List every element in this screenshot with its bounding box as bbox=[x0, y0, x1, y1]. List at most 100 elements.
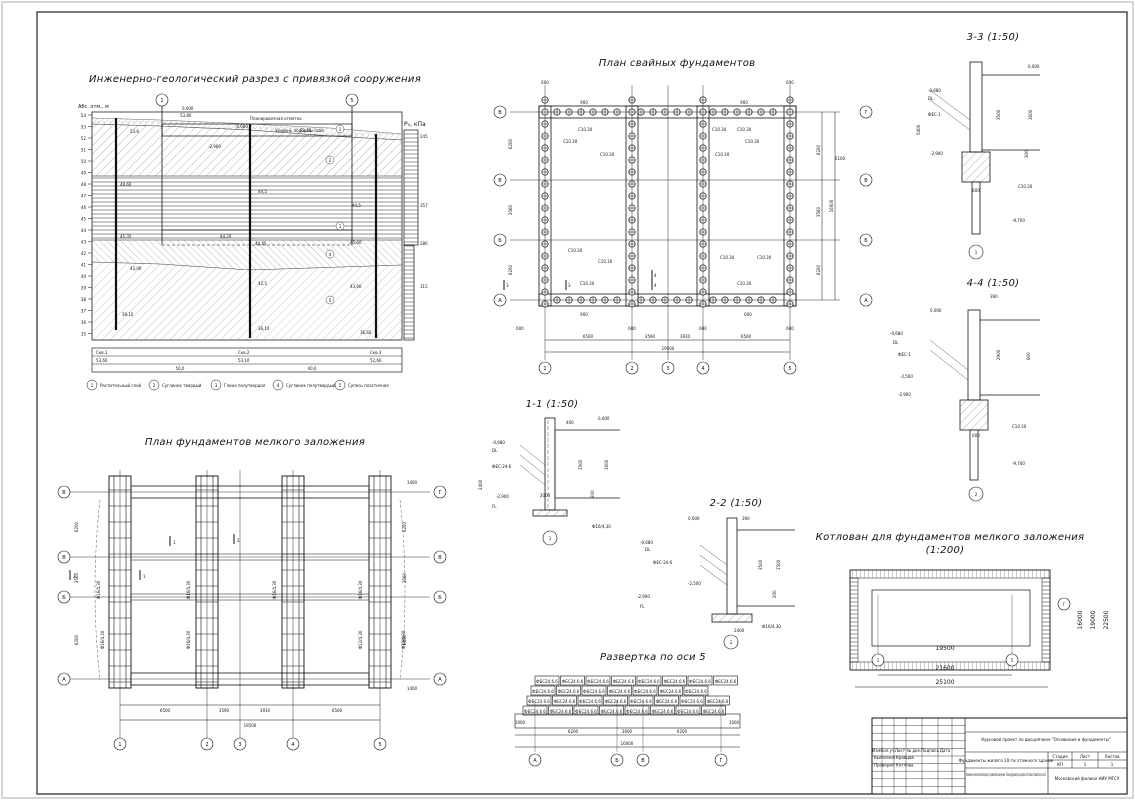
sec22-label: 390 bbox=[742, 516, 750, 521]
pile-col-axis: 3 bbox=[666, 366, 669, 372]
pile-total-rows: 16000 bbox=[829, 199, 834, 212]
sec44-label: -2,900 bbox=[898, 392, 911, 397]
layer-3 bbox=[91, 175, 403, 241]
pile-row-span-l: 6200 bbox=[508, 264, 513, 275]
sec11-label: 1 bbox=[549, 536, 552, 541]
pile-label: С10.30 bbox=[563, 139, 578, 144]
pile-label: С10.30 bbox=[715, 152, 730, 157]
stamp-col-head: Лист bbox=[895, 748, 906, 753]
pile-row-axis-l-bubble bbox=[493, 233, 507, 247]
pile-dim: 600 bbox=[628, 326, 636, 331]
shallow-row-axis-l-bubble bbox=[57, 550, 71, 564]
geo-label: 43,00 bbox=[130, 266, 142, 271]
sec33-label: С10.30 bbox=[1018, 184, 1033, 189]
block-label: ФБС24.6.6 bbox=[536, 679, 558, 684]
shallow-col-axis: 2 bbox=[205, 742, 208, 748]
legend-num: 4 bbox=[277, 383, 280, 388]
sec22-label: ФЕС-24-6 bbox=[653, 560, 673, 565]
shallow-row-axis-r-bubble bbox=[433, 590, 447, 604]
geo-label: Уровень подошвы свай bbox=[275, 128, 324, 133]
elev-tick: 37 bbox=[81, 309, 87, 314]
sec22-label: -2,900 bbox=[637, 594, 650, 599]
block bbox=[530, 685, 556, 696]
pile-span: 6500 bbox=[583, 334, 594, 339]
geo-label: 36,60 bbox=[360, 330, 372, 335]
pile-row-span: 3560 bbox=[816, 206, 821, 217]
elev-tick: 50 bbox=[81, 159, 87, 164]
block-label: ФБС24.6.6 bbox=[703, 709, 725, 714]
block bbox=[599, 705, 624, 716]
pile-label: С10.30 bbox=[578, 127, 593, 132]
legend-num: 2 bbox=[153, 383, 156, 388]
sec11-label: 0,000 bbox=[598, 416, 610, 421]
sec33-label: 0,000 bbox=[1028, 64, 1040, 69]
sec22-label: 3500 bbox=[758, 559, 763, 570]
well-dist: 40,0 bbox=[308, 366, 317, 371]
block-label: ФБС24.6.6 bbox=[587, 679, 609, 684]
block-label: ФБС24.6.6 bbox=[660, 689, 682, 694]
legend-text: Суглинок полутвердый bbox=[286, 383, 336, 388]
sec11-label: Ф16/4,30 bbox=[592, 524, 611, 529]
shallow-side-dim: 1400 bbox=[407, 480, 418, 485]
sec22-label: 1500 bbox=[776, 559, 781, 570]
shallow-row-axis-r-bubble bbox=[433, 672, 447, 686]
pile-row-span: 6200 bbox=[816, 264, 821, 275]
pile-dim: 6100 bbox=[835, 156, 846, 161]
elev-tick: 53 bbox=[81, 125, 87, 130]
pit-dim: 21600 bbox=[935, 665, 954, 672]
block-label: ФБС24.6.6 bbox=[613, 679, 635, 684]
elev-tick: 44 bbox=[81, 228, 87, 233]
block-label: ФБС24.6.6 bbox=[575, 709, 597, 714]
geo-section: 1 5 bbox=[91, 93, 419, 373]
pile-row-span-l: 3560 bbox=[508, 204, 513, 215]
unfold-title: Развертка по оси 5 bbox=[600, 652, 706, 663]
block-label: ФБС24.6.6 bbox=[579, 699, 601, 704]
pile-dim: 900 bbox=[580, 100, 588, 105]
block bbox=[573, 705, 599, 716]
shallow-col-axis: 4 bbox=[291, 742, 294, 748]
sec44-label: 2 bbox=[975, 492, 978, 497]
shallow-row-axis-l-bubble bbox=[57, 672, 71, 686]
pile-label: С10.30 bbox=[720, 255, 735, 260]
shallow-row-axis-r: Б bbox=[438, 595, 442, 601]
shallow-total: 19500 bbox=[244, 723, 257, 728]
elev-tick: 49 bbox=[81, 171, 87, 176]
stamp-project: Фундаменты жилого 10-ти этажного здания bbox=[959, 758, 1054, 763]
sec22-label: 0,000 bbox=[688, 516, 700, 521]
section-3-3 bbox=[929, 61, 1040, 260]
pile-row-axis-r: Г bbox=[864, 110, 867, 116]
sec44-label: -2,500 bbox=[900, 374, 913, 379]
elev-tick: 54 bbox=[81, 113, 87, 118]
block-label: ФБС24.6.6 bbox=[652, 709, 674, 714]
pile-span: 6500 bbox=[741, 334, 752, 339]
block-label: ФБС24.6.6 bbox=[601, 709, 623, 714]
shallow-row-axis-r: В bbox=[438, 555, 442, 561]
shallow-col-axis: 5 bbox=[378, 742, 381, 748]
elev-tick: 36 bbox=[81, 320, 87, 325]
sec11-label: 3500 bbox=[578, 459, 583, 470]
shallow-label: Ф16/4,30 bbox=[100, 630, 105, 649]
well-name: Скв.2 bbox=[238, 350, 250, 355]
sec11-label: DL bbox=[492, 448, 498, 453]
sec11-label: 400 bbox=[566, 420, 574, 425]
sec44-label: ФЕС-1 bbox=[898, 352, 911, 357]
pile-row-axis-l: А bbox=[498, 298, 502, 304]
elev-tick: 43 bbox=[81, 240, 87, 245]
block bbox=[658, 685, 683, 696]
geo-label: 42,5 bbox=[258, 281, 267, 286]
layer-number: 4 bbox=[329, 252, 332, 257]
legend-text: Растительный слой bbox=[100, 383, 142, 388]
elev-tick: 40 bbox=[81, 274, 87, 279]
sec33-label: 300 bbox=[1024, 150, 1029, 158]
geo-axis-label: Абс. отм., м bbox=[78, 104, 109, 110]
block bbox=[683, 685, 709, 696]
pit-scale: (1:200) bbox=[926, 545, 965, 556]
layer-number: 3 bbox=[339, 224, 342, 229]
unfold-dim: 1000 bbox=[729, 720, 740, 725]
block-label: ФБС24.6.6 bbox=[634, 689, 656, 694]
